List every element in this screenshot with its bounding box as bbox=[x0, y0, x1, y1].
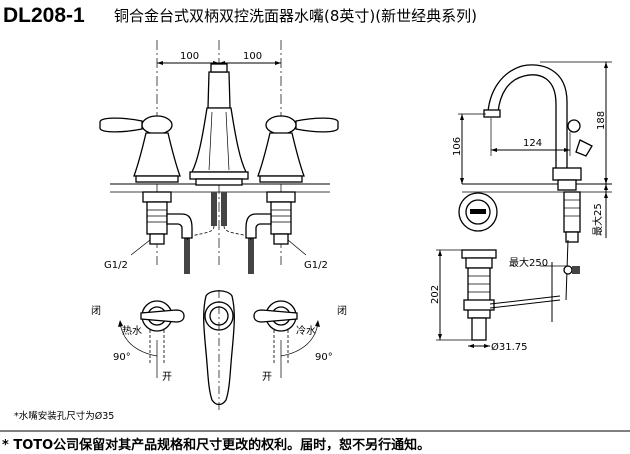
drain-height-label: 202 bbox=[430, 285, 441, 304]
popup-drain-view: 最大250 202 Ø31.75 bbox=[430, 239, 580, 353]
central-spout bbox=[184, 63, 254, 274]
angle-left-label: 90° bbox=[113, 352, 131, 363]
close-right-label: 闭 bbox=[337, 304, 347, 317]
max-250-label: 最大250 bbox=[509, 256, 548, 269]
thread-left-label: G1/2 bbox=[104, 260, 128, 271]
left-handle-top bbox=[118, 300, 185, 378]
spacing-right-label: 100 bbox=[243, 51, 262, 62]
footer-disclaimer: * TOTO公司保留对其产品规格和尺寸更改的权利。届时，恕不另行通知。 bbox=[2, 437, 430, 453]
total-height-label: 188 bbox=[596, 111, 607, 130]
hot-water-label: 热水 bbox=[122, 324, 142, 337]
front-elevation-view: 100 100 bbox=[99, 40, 339, 274]
right-handle-valve bbox=[245, 115, 339, 245]
reach-dimension-label: 124 bbox=[523, 138, 542, 149]
thread-right-label: G1/2 bbox=[304, 260, 328, 271]
drain-diameter-label: Ø31.75 bbox=[491, 341, 528, 353]
left-handle-valve bbox=[99, 115, 193, 245]
close-left-label: 闭 bbox=[91, 304, 101, 317]
spacing-dimension bbox=[157, 61, 281, 65]
top-view: 闭 热水 90° 开 闭 冷水 90° 开 bbox=[91, 290, 347, 410]
model-number: DL208-1 bbox=[3, 4, 85, 27]
installation-hole-note: *水嘴安装孔尺寸为Ø35 bbox=[14, 410, 114, 422]
product-title: 铜合金台式双柄双控洗面器水嘴(8英寸)(新世经典系列) bbox=[114, 7, 477, 25]
open-right-label: 开 bbox=[262, 372, 272, 383]
angle-right-label: 90° bbox=[315, 352, 333, 363]
spacing-left-label: 100 bbox=[180, 51, 199, 62]
side-view: 124 106 188 最大25 bbox=[452, 61, 612, 243]
right-handle-top bbox=[253, 300, 320, 378]
open-left-label: 开 bbox=[162, 372, 172, 383]
cold-water-label: 冷水 bbox=[296, 324, 316, 337]
max-25-label: 最大25 bbox=[591, 203, 604, 236]
spout-height-label: 106 bbox=[452, 137, 463, 156]
